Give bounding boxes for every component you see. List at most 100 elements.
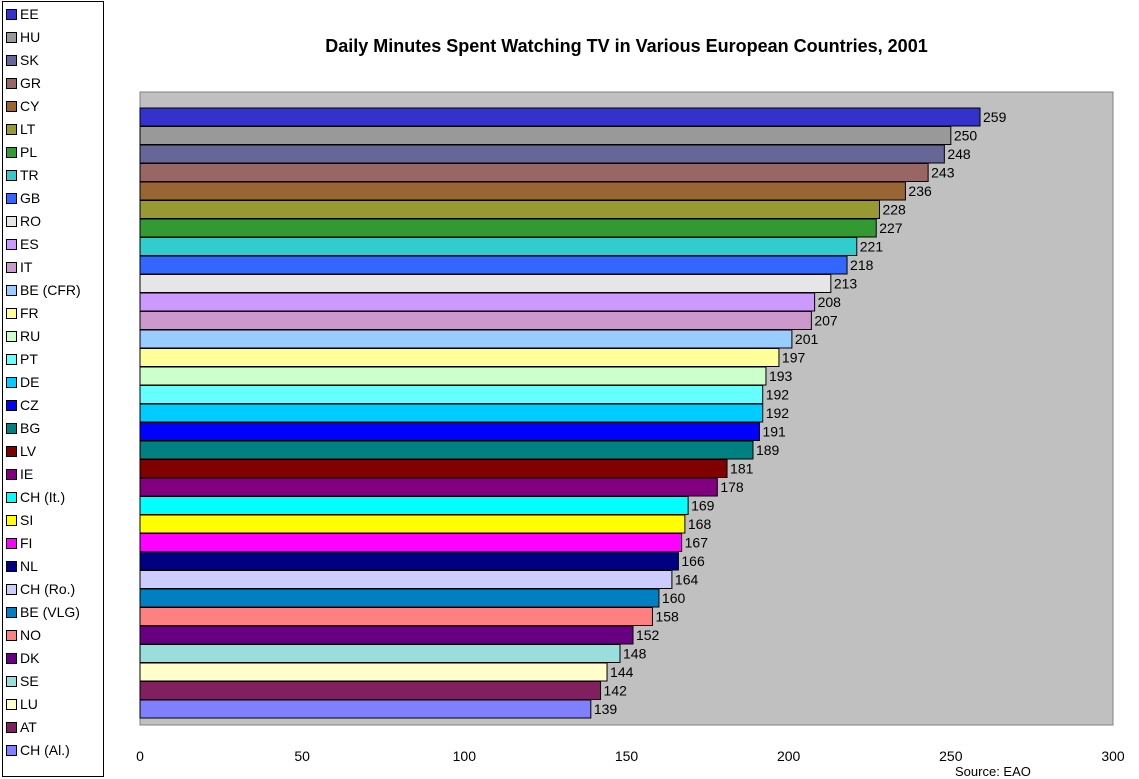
legend-item-nl: NL (6, 555, 38, 577)
legend-item-cz: CZ (6, 394, 39, 416)
legend-swatch (6, 560, 17, 572)
legend-label: PT (20, 351, 38, 367)
data-label-cy: 236 (908, 183, 932, 199)
bar-cy (139, 181, 906, 201)
legend-item-ru: RU (6, 325, 40, 347)
legend-item-se: SE (6, 670, 39, 692)
legend-swatch (6, 54, 17, 66)
legend-swatch (6, 284, 17, 296)
legend-swatch (6, 307, 17, 319)
legend-swatch (6, 215, 17, 227)
legend-label: CH (It.) (20, 489, 66, 505)
legend-label: AT (20, 719, 37, 735)
legend-item-be-vlg: BE (VLG) (6, 601, 80, 623)
legend-swatch (6, 537, 17, 549)
legend-label: DE (20, 374, 40, 390)
legend-label: GB (20, 190, 41, 206)
bar-ch-it (139, 496, 689, 515)
legend-swatch (6, 169, 17, 181)
legend-swatch (6, 468, 17, 480)
legend-item-si: SI (6, 509, 33, 531)
legend-label: RU (20, 328, 41, 344)
bar-ru (139, 366, 767, 386)
bar-sk (139, 144, 945, 164)
legend-label: LT (20, 121, 36, 137)
legend-item-ch-al: CH (Al.) (6, 739, 70, 761)
data-label-dk: 152 (636, 627, 660, 643)
legend-label: NO (20, 627, 41, 643)
legend-swatch (6, 491, 17, 503)
data-label-lv: 181 (730, 461, 754, 477)
legend-swatch (6, 192, 17, 204)
legend-item-cy: CY (6, 95, 39, 117)
data-label-se: 148 (623, 646, 647, 662)
legend-label: FI (20, 535, 33, 551)
legend-swatch (6, 583, 17, 595)
data-label-de: 192 (766, 405, 790, 421)
legend-label: LU (20, 696, 38, 712)
legend-item-gr: GR (6, 72, 41, 94)
bar-tr (139, 237, 858, 256)
data-label-pt: 192 (766, 387, 790, 403)
legend-label: PL (20, 144, 38, 160)
bar-ie (139, 477, 718, 497)
data-label-no: 158 (655, 609, 679, 625)
legend-swatch (6, 146, 17, 158)
bar-gb (139, 255, 848, 275)
bar-it (139, 311, 812, 330)
chart-title: Daily Minutes Spent Watching TV in Vario… (325, 36, 928, 56)
legend-label: SI (20, 512, 34, 528)
data-label-it: 207 (814, 313, 838, 329)
legend-swatch (6, 353, 17, 365)
legend-swatch (6, 629, 17, 641)
bar-ee (139, 107, 981, 127)
data-label-at: 142 (604, 683, 628, 699)
data-label-ee: 259 (983, 109, 1007, 125)
legend-label: CY (20, 98, 40, 114)
legend-item-de: DE (6, 371, 39, 393)
data-label-fi: 167 (685, 535, 709, 551)
legend-item-fr: FR (6, 302, 39, 324)
bar-se (139, 644, 621, 663)
legend-swatch (6, 721, 17, 733)
legend-label: GR (20, 75, 41, 91)
legend-item-ch-it: CH (It.) (6, 486, 65, 508)
legend-item-hu: HU (6, 26, 40, 48)
legend-item-dk: DK (6, 647, 39, 669)
legend-swatch (6, 8, 17, 20)
data-label-be-vlg: 160 (662, 590, 686, 606)
legend-item-tr: TR (6, 164, 39, 186)
legend-swatch (6, 261, 17, 273)
legend-item-ch-ro: CH (Ro.) (6, 578, 75, 600)
legend-label: BE (CFR) (20, 282, 81, 298)
bar-be-vlg (139, 588, 660, 608)
x-tick-label: 250 (939, 748, 963, 764)
bar-no (139, 607, 653, 626)
legend-label: CZ (20, 397, 39, 413)
legend-item-lt: LT (6, 118, 35, 140)
legend-label: ES (20, 236, 39, 252)
data-label-gr: 243 (931, 165, 955, 181)
legend-label: SE (20, 673, 39, 689)
data-label-si: 168 (688, 516, 712, 532)
x-tick-label: 150 (615, 748, 639, 764)
legend-item-fi: FI (6, 532, 32, 554)
x-tick-label: 100 (453, 748, 477, 764)
legend-swatch (6, 606, 17, 618)
legend-label: CH (Al.) (20, 742, 70, 758)
legend-label: LV (20, 443, 37, 459)
bar-pt (139, 385, 764, 404)
bar-fi (139, 533, 683, 552)
bar-pl (139, 218, 877, 238)
legend-item-pl: PL (6, 141, 37, 163)
legend-swatch (6, 376, 17, 388)
legend-item-gb: GB (6, 187, 40, 209)
data-label-fr: 197 (782, 350, 806, 366)
x-tick-label: 300 (1101, 748, 1125, 764)
data-label-hu: 250 (954, 128, 978, 144)
bar-si (139, 514, 686, 534)
data-label-ch-it: 169 (691, 498, 715, 514)
legend-swatch (6, 675, 17, 687)
